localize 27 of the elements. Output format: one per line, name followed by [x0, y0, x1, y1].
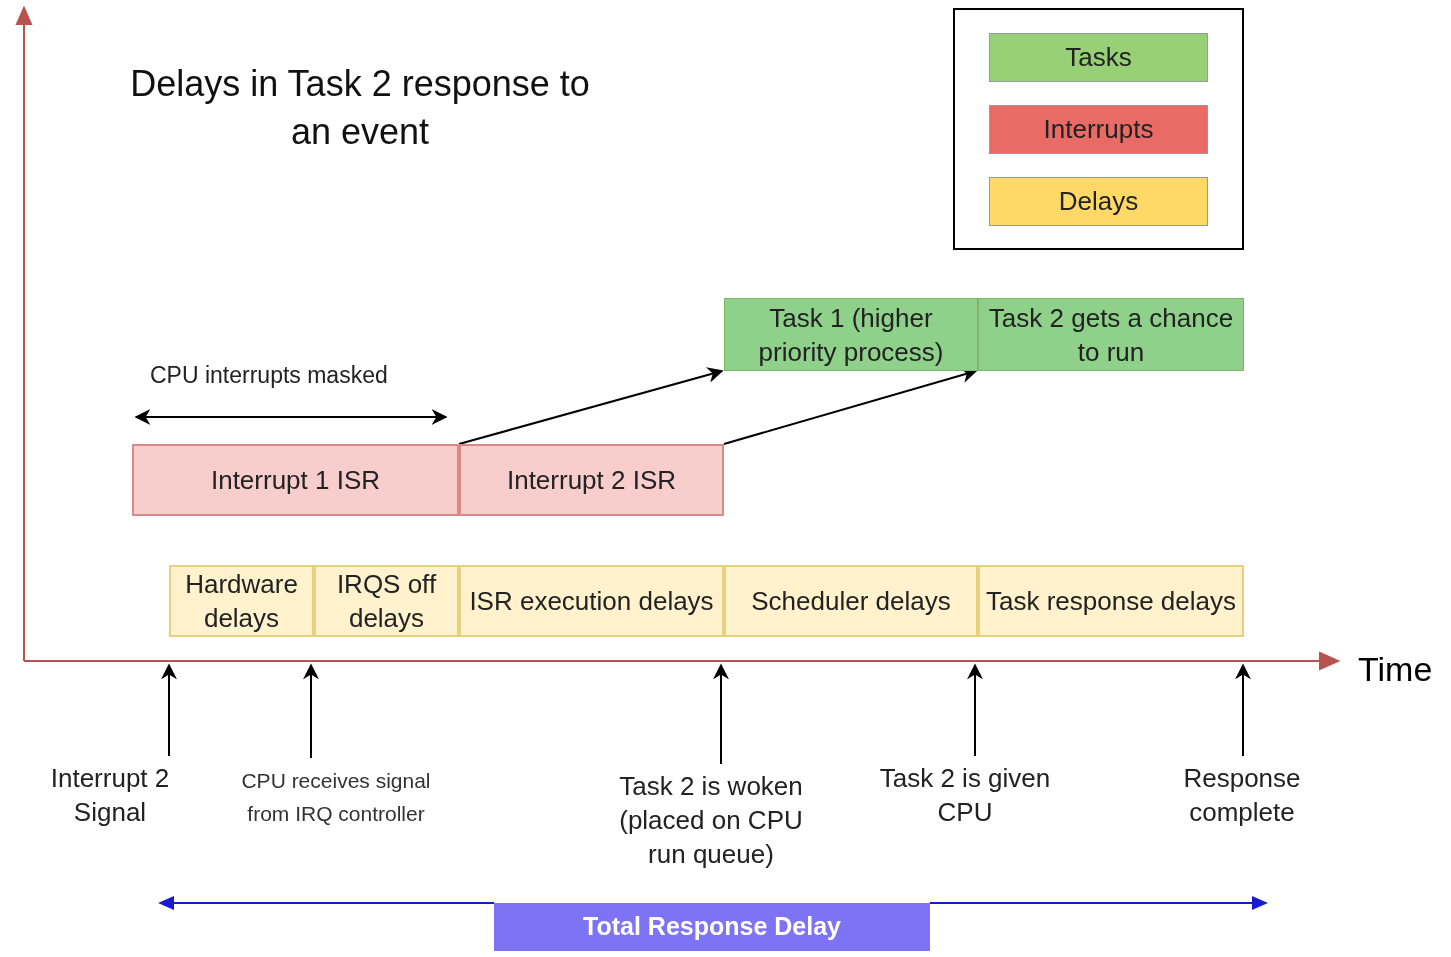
legend-item: Interrupts: [989, 105, 1208, 154]
total-delay-box: Total Response Delay: [494, 903, 930, 951]
event-label: Task 2 is given CPU: [855, 760, 1075, 830]
delay-box: IRQS off delays: [314, 565, 459, 637]
task-box: Task 1 (higher priority process): [724, 298, 978, 371]
event-label: Interrupt 2 Signal: [30, 760, 190, 830]
event-label: CPU receives signal from IRQ controller: [216, 762, 456, 832]
arrow: [967, 663, 983, 757]
arrow: [303, 663, 319, 759]
arrow: [458, 367, 724, 445]
event-label: Response complete: [1160, 760, 1324, 830]
interrupt-box: Interrupt 2 ISR: [459, 444, 724, 516]
legend-item: Tasks: [989, 33, 1208, 82]
delay-box: Task response delays: [978, 565, 1244, 637]
arrow: [713, 663, 729, 765]
legend-item: Delays: [989, 177, 1208, 226]
event-label: Task 2 is woken (placed on CPU run queue): [596, 768, 826, 872]
label: CPU interrupts masked: [150, 361, 388, 390]
delay-box: Hardware delays: [169, 565, 314, 637]
arrow: [161, 663, 177, 757]
axis-label: Time: [1358, 649, 1433, 690]
delay-box: ISR execution delays: [459, 565, 724, 637]
delay-box: Scheduler delays: [724, 565, 978, 637]
arrow: [1235, 663, 1251, 757]
task-box: Task 2 gets a chance to run: [978, 298, 1244, 371]
title: Delays in Task 2 response to an event: [129, 62, 591, 154]
interrupt-box: Interrupt 1 ISR: [132, 444, 459, 516]
